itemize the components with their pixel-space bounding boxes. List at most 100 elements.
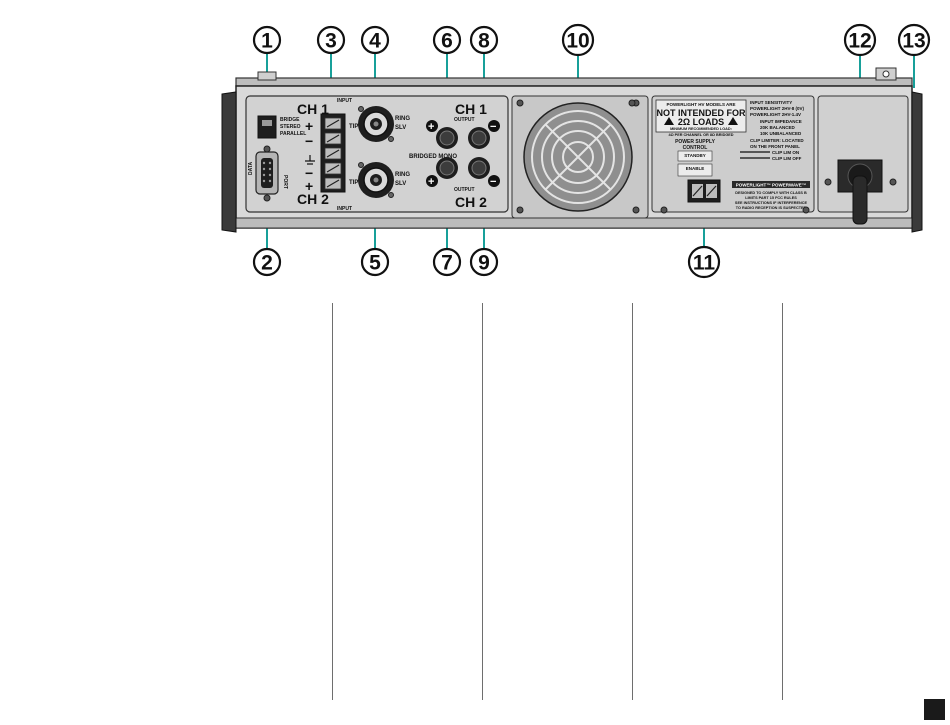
callout-8: 8 [469, 25, 499, 55]
warning-title-2: 2Ω LOADS [678, 117, 724, 127]
ch2-tip-label: TIP [349, 180, 358, 186]
ch1-ring-label: RING [395, 116, 410, 122]
callout-9: 9 [469, 247, 499, 277]
input-terminal-strip[interactable]: + − − + [305, 113, 346, 194]
callout-8-number: 8 [478, 30, 490, 53]
output-bottom-label: OUTPUT [454, 187, 475, 193]
callout-10-number: 10 [566, 30, 589, 53]
callout-5: 5 [360, 247, 390, 277]
callout-6-number: 6 [441, 30, 453, 53]
brand-1: POWERLIGHT™ POWERWAVE™ [736, 183, 807, 188]
warning-triangle-icon-right [728, 117, 738, 125]
ch1-sleeve-label: SLV [395, 125, 406, 131]
callout-12-number: 12 [848, 30, 871, 53]
imp-3: 10K UNBALANCED [760, 131, 802, 136]
brand-label: POWERLIGHT™ POWERWAVE™ DESIGNED TO COMPL… [732, 181, 810, 210]
column-divider-2 [482, 303, 483, 700]
page-corner-tab [924, 699, 945, 720]
terminal-minus-bottom: − [305, 165, 313, 181]
ac-power-cord [824, 159, 897, 225]
amplifier-rear-panel-diagram: BRIDGE STEREO PARALLEL DATA PORT CH 1 IN… [221, 23, 931, 279]
callout-13-number: 13 [902, 30, 925, 53]
spec-label: INPUT SENSITIVITY POWERLIGHT 2HV-8 (0V) … [740, 100, 805, 161]
callout-12: 12 [843, 23, 877, 57]
warning-line-1: POWERLIGHT HV MODELS ARE [666, 102, 735, 107]
clip-2: ON THE FRONT PANEL [750, 144, 800, 149]
clip-1: CLIP LIMITER: LOCATED [750, 138, 804, 143]
ch1-positive-binding-post[interactable]: + [426, 120, 458, 149]
ch1-tip-label: TIP [349, 124, 358, 130]
data-port-left-label: DATA [248, 161, 254, 175]
ch2-ring-label: RING [395, 172, 410, 178]
sens-2: POWERLIGHT 2HV-8 (0V) [750, 106, 805, 111]
terminal-plus-bottom: + [305, 178, 313, 194]
label-plate-screws [628, 99, 810, 214]
cooling-fan [516, 99, 640, 214]
data-port-right-label: PORT [282, 175, 288, 189]
data-port[interactable]: DATA PORT [248, 145, 288, 202]
bridged-mono-label: BRIDGED MONO [409, 154, 457, 160]
warning-title-1: NOT INTENDED FOR [657, 108, 746, 118]
ch2-positive-binding-post[interactable]: + [426, 157, 458, 188]
ch1-output-label: CH 1 [455, 101, 487, 117]
mode-switch[interactable]: BRIDGE STEREO PARALLEL [257, 115, 306, 139]
terminal-minus-top: − [305, 133, 313, 149]
ch2-input-label: CH 2 [297, 191, 329, 207]
warning-line-4: 4Ω PER CHANNEL OR 8Ω BRIDGED [668, 133, 733, 137]
callout-13: 13 [897, 23, 931, 57]
column-divider-1 [332, 303, 333, 700]
mode-stereo-label: STEREO [280, 124, 301, 130]
ch2-positive-sign: + [428, 176, 434, 188]
enable-label: ENABLE [686, 166, 705, 171]
callout-3: 3 [316, 25, 346, 55]
brand-2: DESIGNED TO COMPLY WITH CLASS B [735, 191, 807, 195]
callout-markers: 1 2 3 4 5 6 7 8 [252, 23, 931, 279]
mode-bridge-label: BRIDGE [280, 117, 300, 123]
callout-4: 4 [360, 25, 390, 55]
column-divider-3 [632, 303, 633, 700]
ch1-combo-input-jack[interactable]: TIP RING SLV [349, 106, 410, 142]
ground-icon [305, 155, 315, 165]
standby-label: STANDBY [684, 153, 705, 158]
sens-3: POWERLIGHT 2HV-1.4V [750, 112, 801, 117]
ch1-positive-sign: + [428, 121, 434, 133]
warning-triangle-icon-left [664, 117, 674, 125]
callout-1: 1 [252, 25, 282, 55]
callout-7: 7 [432, 247, 462, 277]
column-divider-4 [782, 303, 783, 700]
callout-4-number: 4 [369, 30, 381, 53]
ch2-negative-binding-post[interactable]: − [468, 157, 500, 188]
ch2-combo-input-jack[interactable]: TIP RING SLV [349, 162, 410, 198]
callout-7-number: 7 [441, 252, 453, 275]
callout-2-number: 2 [261, 252, 273, 275]
ch1-negative-sign: − [490, 121, 496, 133]
callout-3-number: 3 [325, 30, 337, 53]
callout-5-number: 5 [369, 252, 381, 275]
ch2-sleeve-label: SLV [395, 181, 406, 187]
callout-10: 10 [561, 23, 595, 57]
ch1-input-label: CH 1 [297, 101, 329, 117]
brand-5: TO RADIO RECEPTION IS SUSPECTED [736, 206, 807, 210]
warning-label: POWERLIGHT HV MODELS ARE NOT INTENDED FO… [655, 99, 747, 137]
output-top-label: OUTPUT [454, 117, 475, 123]
callout-9-number: 9 [478, 252, 490, 275]
terminal-plus-top: + [305, 118, 313, 134]
brand-4: SEE INSTRUCTIONS IF INTERFERENCE [735, 201, 808, 205]
psu-2: CONTROL [683, 145, 708, 151]
clip-off: CLIP LIM OFF [772, 156, 802, 161]
clip-on: CLIP LIM ON [772, 150, 799, 155]
remote-power-terminal[interactable] [687, 179, 721, 203]
brand-3: LIMITS PART 15 FCC RULES [745, 196, 797, 200]
power-supply-control: POWER SUPPLY CONTROL STANDBY ENABLE [675, 139, 716, 177]
ch2-negative-sign: − [490, 176, 496, 188]
psu-1: POWER SUPPLY [675, 139, 715, 145]
mode-parallel-label: PARALLEL [280, 131, 306, 137]
warning-line-3: MINIMUM RECOMMENDED LOAD: [670, 127, 732, 131]
callout-6: 6 [432, 25, 462, 55]
imp-1: INPUT IMPEDANCE [760, 119, 802, 124]
ch1-negative-binding-post[interactable]: − [468, 120, 500, 149]
callout-11-number: 11 [693, 252, 716, 275]
input-bottom-label: INPUT [337, 206, 352, 212]
callout-11: 11 [687, 245, 721, 279]
input-top-label: INPUT [337, 98, 352, 104]
